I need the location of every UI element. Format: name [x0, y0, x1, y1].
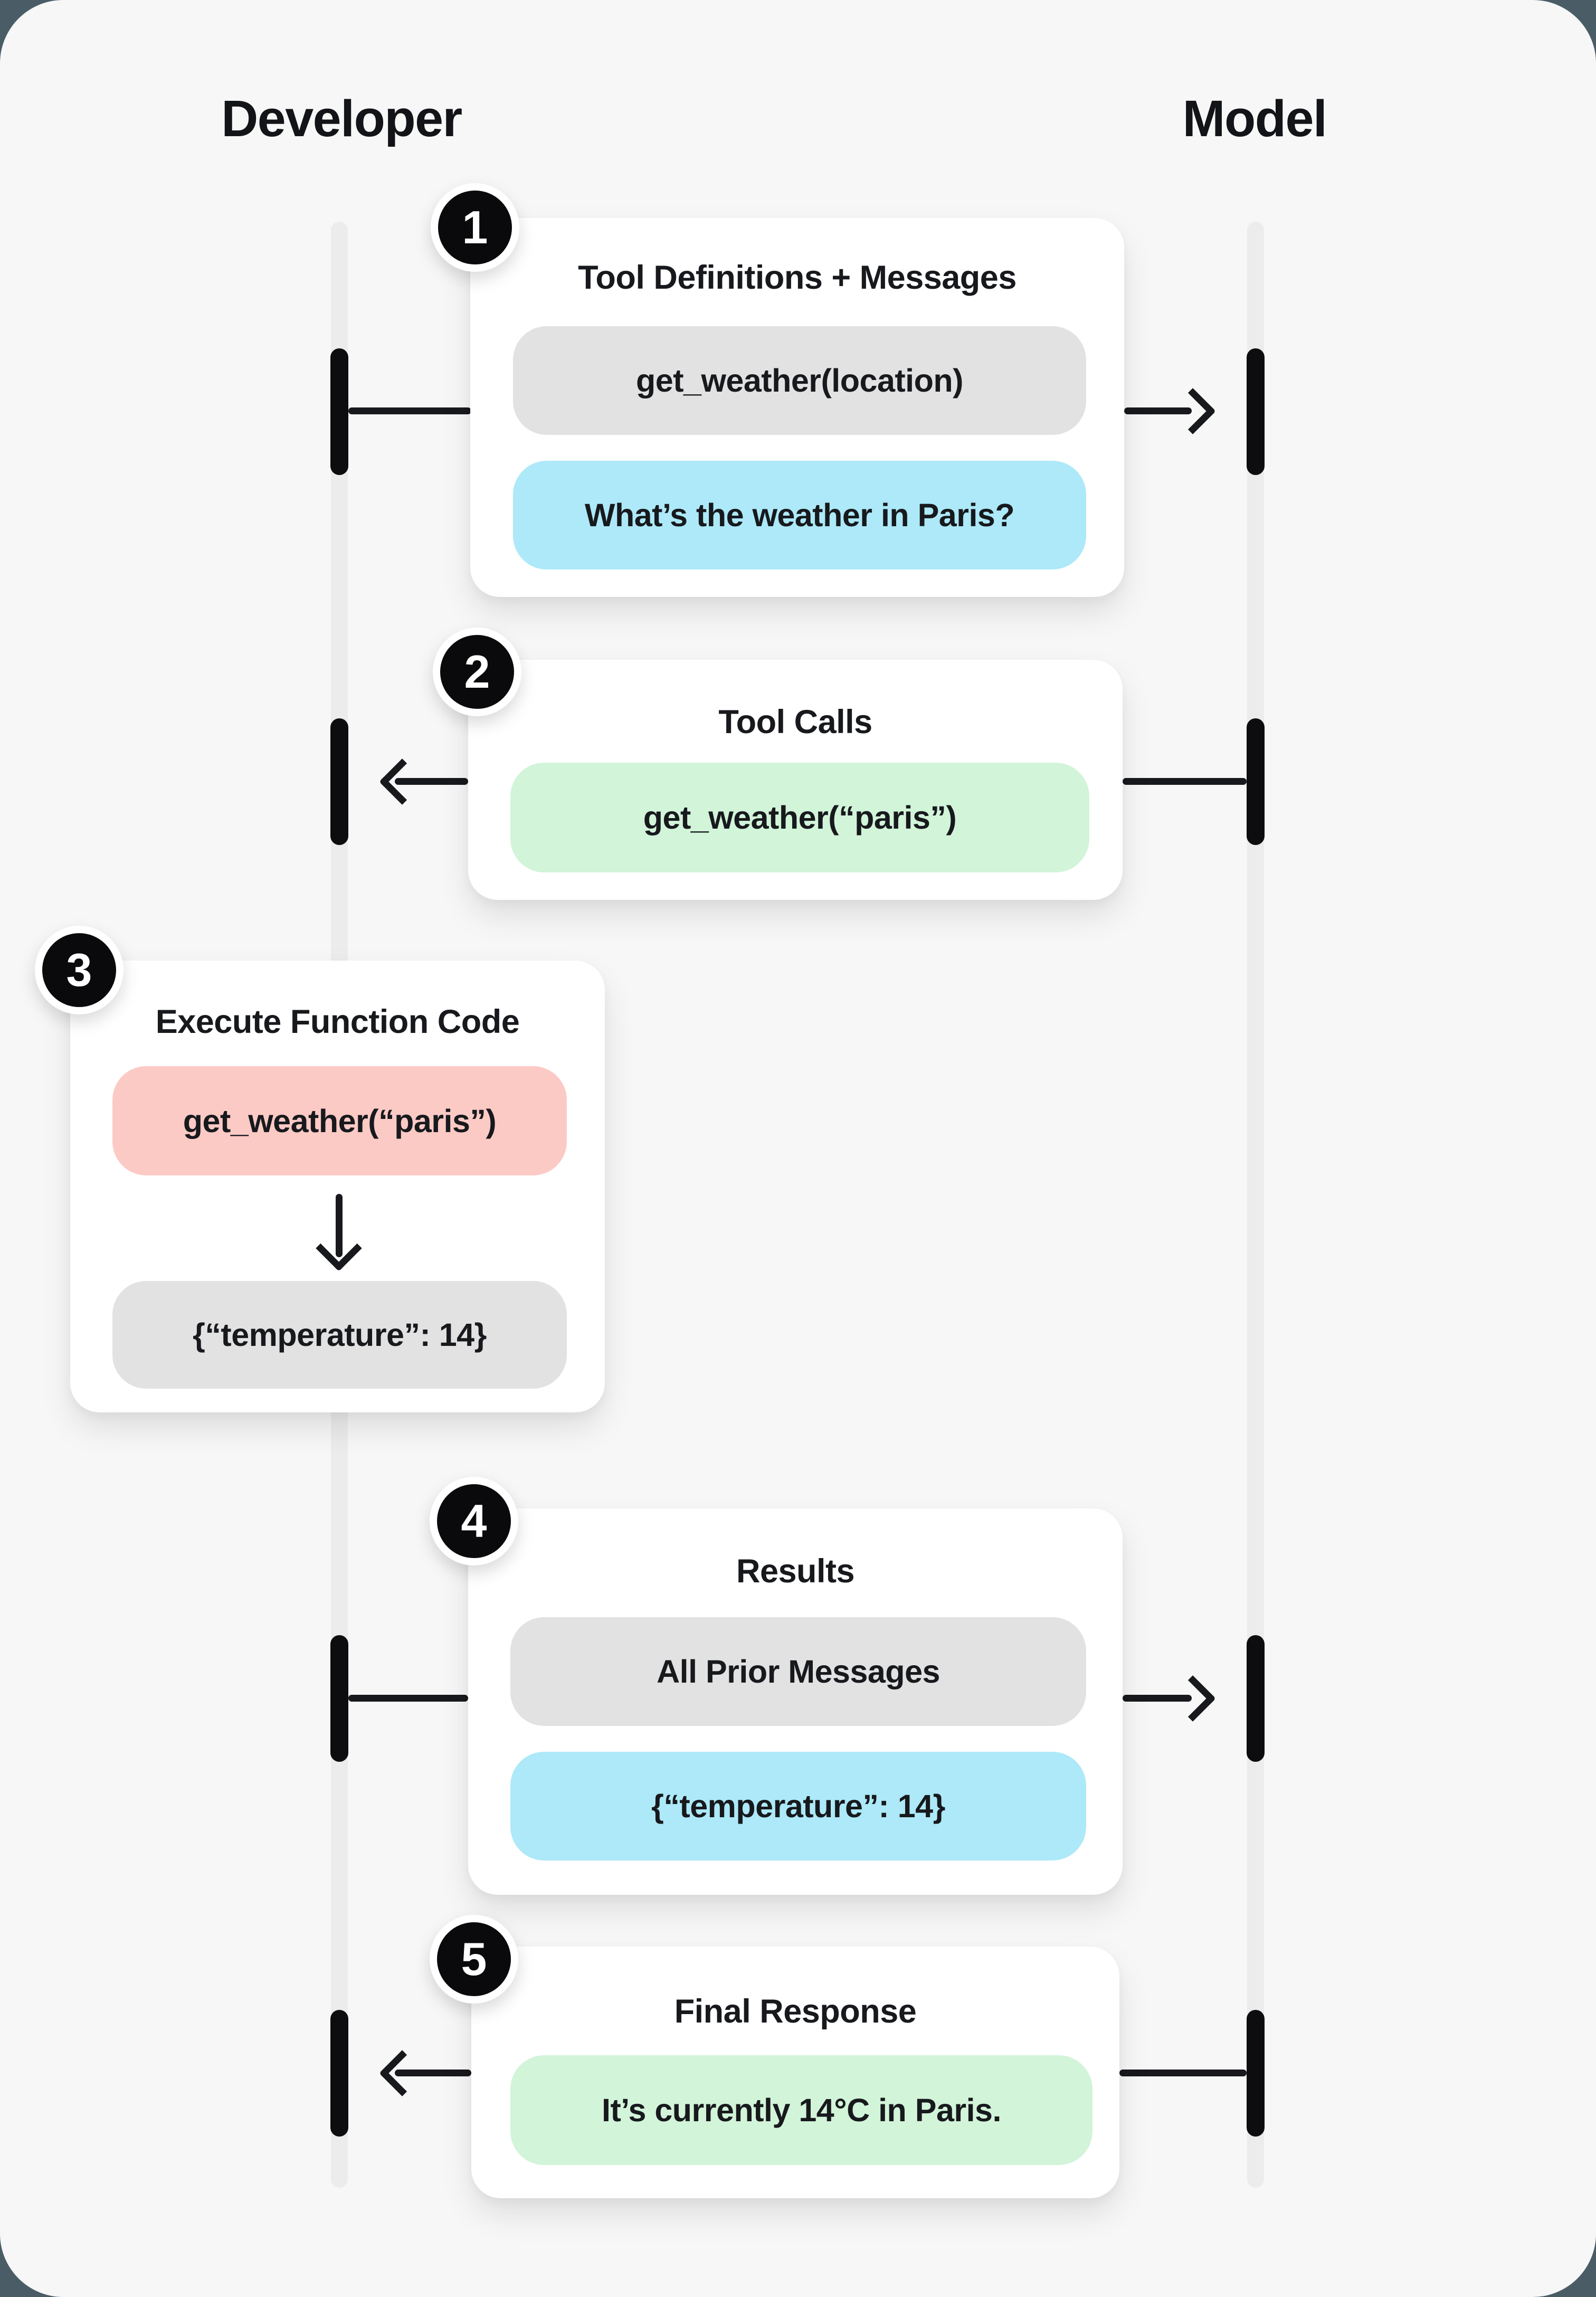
- step-number-badge-5: 5: [430, 1915, 518, 2004]
- step2-pill-tool-call: get_weather(“paris”): [510, 763, 1089, 872]
- step4-title: Results: [736, 1553, 855, 1590]
- step1-pill-user-message: What’s the weather in Paris?: [513, 461, 1086, 569]
- lifeline-model: [1247, 222, 1264, 2188]
- arrow-line-step4-right: [1123, 1695, 1192, 1702]
- step5-pill-final-answer: It’s currently 14°C in Paris.: [510, 2055, 1092, 2165]
- arrowhead-left-icon-step5: [379, 2050, 425, 2096]
- activation-bar-model-step4: [1247, 1635, 1265, 1762]
- step-card-4: Results All Prior Messages {“temperature…: [468, 1508, 1123, 1895]
- activation-bar-model-step5: [1247, 2010, 1265, 2137]
- activation-bar-developer-step4: [330, 1635, 348, 1762]
- arrow-line-step2-left: [395, 778, 468, 785]
- step-card-3: Execute Function Code get_weather(“paris…: [70, 961, 605, 1412]
- actor-label-developer: Developer: [221, 90, 462, 147]
- step3-pill-function-call: get_weather(“paris”): [112, 1066, 567, 1175]
- arrow-line-step5-right: [1119, 2070, 1247, 2076]
- arrowhead-right-icon-step1: [1170, 388, 1216, 434]
- actor-label-model: Model: [1182, 90, 1327, 147]
- step4-pill-prior-messages: All Prior Messages: [510, 1617, 1086, 1726]
- arrowhead-right-icon-step4: [1170, 1675, 1216, 1722]
- step1-pill-tool-definition: get_weather(location): [513, 326, 1086, 435]
- arrow-line-step1-right: [1124, 407, 1192, 414]
- step-card-2: Tool Calls get_weather(“paris”): [468, 660, 1123, 900]
- step3-title: Execute Function Code: [155, 1003, 520, 1040]
- arrow-line-step5-left: [395, 2070, 471, 2076]
- step-number-badge-4: 4: [430, 1477, 518, 1565]
- step-card-1: Tool Definitions + Messages get_weather(…: [470, 218, 1124, 597]
- step2-title: Tool Calls: [718, 704, 872, 741]
- activation-bar-developer-step1: [330, 348, 348, 475]
- arrow-line-step4-left: [348, 1695, 468, 1702]
- arrow-line-step2-right: [1123, 778, 1247, 785]
- step-number-badge-3: 3: [35, 926, 124, 1014]
- step-number-badge-1: 1: [431, 183, 519, 272]
- activation-bar-developer-step5: [330, 2010, 348, 2137]
- activation-bar-developer-step2: [330, 718, 348, 845]
- arrow-line-step1-left: [348, 407, 471, 414]
- step3-pill-function-result: {“temperature”: 14}: [112, 1281, 567, 1389]
- down-arrow-line-step3: [336, 1194, 343, 1257]
- step-number-badge-2: 2: [433, 628, 521, 716]
- arrowhead-down-icon-step3: [316, 1225, 362, 1271]
- step1-title: Tool Definitions + Messages: [578, 259, 1016, 296]
- step-card-5: Final Response It’s currently 14°C in Pa…: [471, 1947, 1119, 2198]
- activation-bar-model-step1: [1247, 348, 1265, 475]
- step5-title: Final Response: [674, 1993, 917, 2030]
- arrowhead-left-icon-step2: [379, 758, 425, 805]
- step4-pill-result-message: {“temperature”: 14}: [510, 1752, 1086, 1861]
- activation-bar-model-step2: [1247, 718, 1265, 845]
